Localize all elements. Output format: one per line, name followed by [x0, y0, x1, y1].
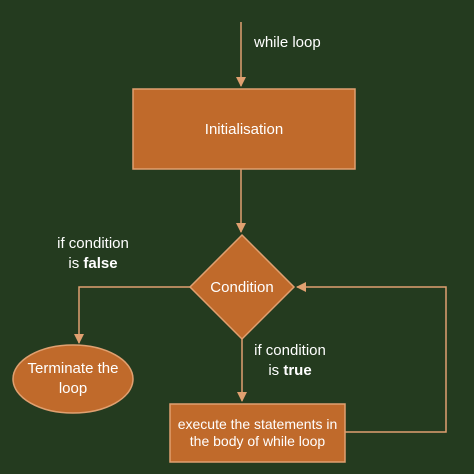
terminate-ellipse [12, 344, 134, 414]
body-label: execute the statements in the body of wh… [177, 416, 338, 449]
true-value-text: true [283, 362, 312, 379]
while-loop-label: while loop [254, 34, 321, 51]
loop-back-arrow [296, 282, 447, 433]
condition-label: Condition [210, 278, 274, 296]
true-condition-line2: is true [237, 361, 343, 381]
true-is-text: is [268, 362, 284, 379]
initialisation-label: Initialisation [204, 120, 284, 138]
false-condition-label: if condition is false [40, 234, 146, 274]
body-box [169, 403, 346, 463]
true-condition-line1: if condition [254, 342, 326, 359]
false-is-text: is [68, 255, 84, 272]
false-branch-arrow [74, 286, 190, 344]
true-condition-label: if condition is true [237, 341, 343, 381]
false-value-text: false [83, 255, 118, 272]
initialisation-box [132, 88, 356, 170]
terminate-label: Terminate the loop [27, 360, 119, 397]
false-condition-line2: is false [40, 254, 146, 274]
false-condition-line1: if condition [57, 235, 129, 252]
